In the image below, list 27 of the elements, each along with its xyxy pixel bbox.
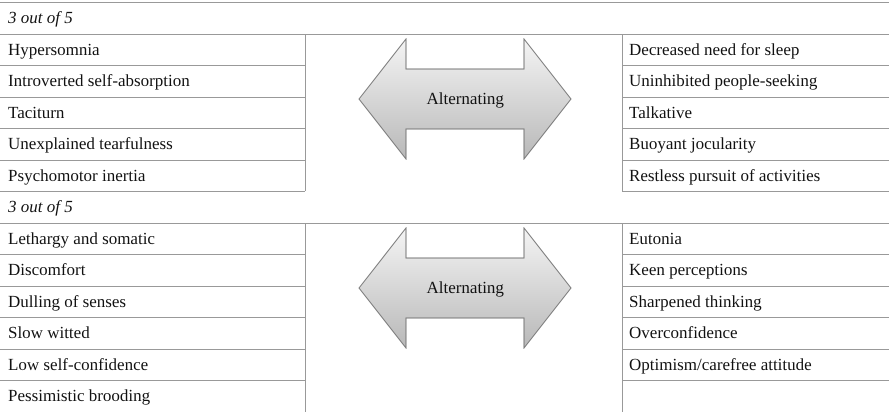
symptom-text: Overconfidence xyxy=(629,322,738,344)
symptom-text: Dulling of senses xyxy=(8,290,126,313)
symptom-text: Lethargy and somatic xyxy=(8,228,155,250)
symptom-text: Buoyant jocularity xyxy=(629,133,756,155)
section-header: 3 out of 5 xyxy=(8,196,73,218)
double-arrow xyxy=(358,226,572,348)
symptom-text: Slow witted xyxy=(8,322,90,344)
symptom-text: Taciturn xyxy=(8,102,64,124)
symptom-text: Uninhibited people-seeking xyxy=(629,70,818,92)
symptom-text: Optimism/carefree attitude xyxy=(629,354,812,376)
symptom-text: Pessimistic brooding xyxy=(8,385,150,407)
symptom-text: Introverted self-absorption xyxy=(8,70,190,92)
symptom-text: Sharpened thinking xyxy=(629,290,762,313)
arrow-label: Alternating xyxy=(426,278,504,298)
symptom-text: Psychomotor inertia xyxy=(8,164,146,187)
symptom-text: Discomfort xyxy=(8,259,86,281)
arrow-label: Alternating xyxy=(426,88,504,108)
symptom-text: Talkative xyxy=(629,102,692,124)
symptom-text: Unexplained tearfulness xyxy=(8,133,173,155)
symptom-text: Low self-confidence xyxy=(8,354,148,376)
symptom-text: Decreased need for sleep xyxy=(629,38,800,61)
section-header: 3 out of 5 xyxy=(8,7,73,29)
symptom-text: Eutonia xyxy=(629,228,682,250)
symptom-text: Keen perceptions xyxy=(629,259,748,281)
symptom-text: Restless pursuit of activities xyxy=(629,164,820,187)
double-arrow xyxy=(358,38,572,160)
symptom-text: Hypersomnia xyxy=(8,38,100,61)
